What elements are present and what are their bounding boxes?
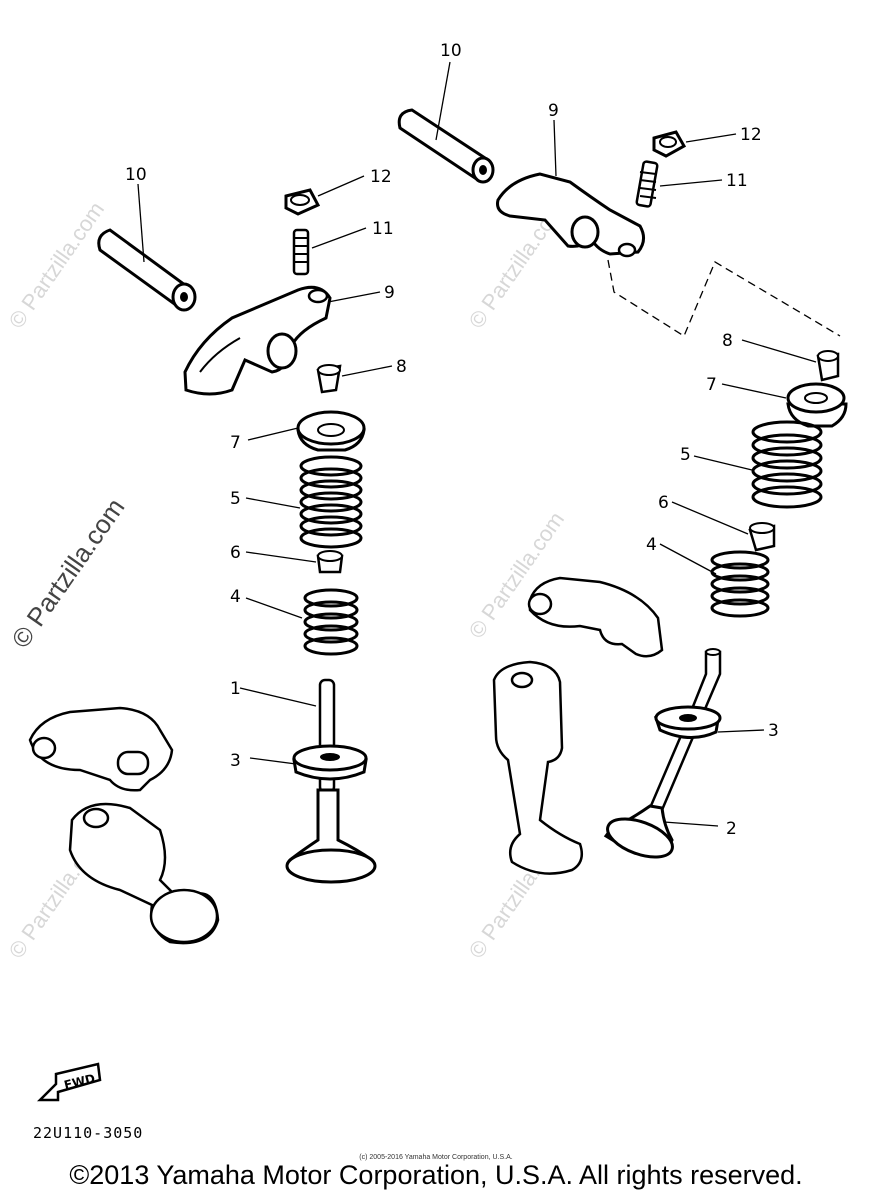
valve-stem-seal-right: [748, 522, 776, 552]
reference-sketch-left: [28, 706, 220, 945]
callout-6: 6: [230, 543, 241, 563]
callout-12: 12: [740, 125, 762, 145]
adjusting-screw-left: [292, 228, 310, 276]
watermark-text: © Partzilla.com: [4, 197, 110, 333]
part-number: 22U110-3050: [33, 1124, 144, 1142]
rocker-shaft-left: [97, 228, 197, 312]
callout-8: 8: [722, 331, 733, 351]
rocker-shaft-right: [397, 108, 495, 184]
callout-1: 1: [230, 679, 241, 699]
reference-sketch-right: [492, 576, 664, 875]
adjusting-screw-right: [635, 160, 659, 208]
callout-11: 11: [372, 219, 394, 239]
spring-retainer-right: [786, 382, 848, 428]
valve-stem-seal-left: [316, 550, 344, 574]
callout-4: 4: [230, 587, 241, 607]
exhaust-valve: [603, 648, 722, 859]
callout-12: 12: [370, 167, 392, 187]
spring-retainer-left: [296, 410, 366, 452]
callout-2: 2: [726, 819, 737, 839]
callout-3: 3: [230, 751, 241, 771]
callout-8: 8: [396, 357, 407, 377]
callout-3: 3: [768, 721, 779, 741]
inner-spring-left: [303, 588, 359, 656]
callout-9: 9: [548, 101, 559, 121]
callout-10: 10: [440, 41, 462, 61]
fwd-arrow-icon: FWD: [36, 1062, 102, 1102]
valve-cotter-left: [316, 364, 342, 394]
rocker-arm-right: [496, 172, 645, 258]
outer-spring-right: [751, 420, 823, 509]
locknut-left: [284, 188, 321, 216]
callout-9: 9: [384, 283, 395, 303]
valve-seat-right: [653, 705, 722, 739]
callout-5: 5: [230, 489, 241, 509]
valve-cotter-right: [816, 350, 840, 382]
watermark-text: © Partzilla.com: [5, 493, 130, 654]
callout-4: 4: [646, 535, 657, 555]
callout-5: 5: [680, 445, 691, 465]
inner-spring-right: [710, 550, 770, 618]
callout-6: 6: [658, 493, 669, 513]
callout-7: 7: [230, 433, 241, 453]
valve-seat-left: [292, 744, 368, 781]
outer-spring-left: [299, 455, 363, 549]
rocker-arm-left: [183, 285, 332, 396]
locknut-right: [652, 130, 687, 158]
callout-labels: 10 12 11 9 8 7 5 6 4 1 3 10 9 12 11 8 7 …: [125, 41, 779, 839]
intake-valve: [285, 678, 377, 884]
copyright-notice: ©2013 Yamaha Motor Corporation, U.S.A. A…: [69, 1160, 803, 1190]
callout-11: 11: [726, 171, 748, 191]
callout-7: 7: [706, 375, 717, 395]
callout-10: 10: [125, 165, 147, 185]
small-copyright: (c) 2005-2016 Yamaha Motor Corporation, …: [359, 1154, 513, 1161]
